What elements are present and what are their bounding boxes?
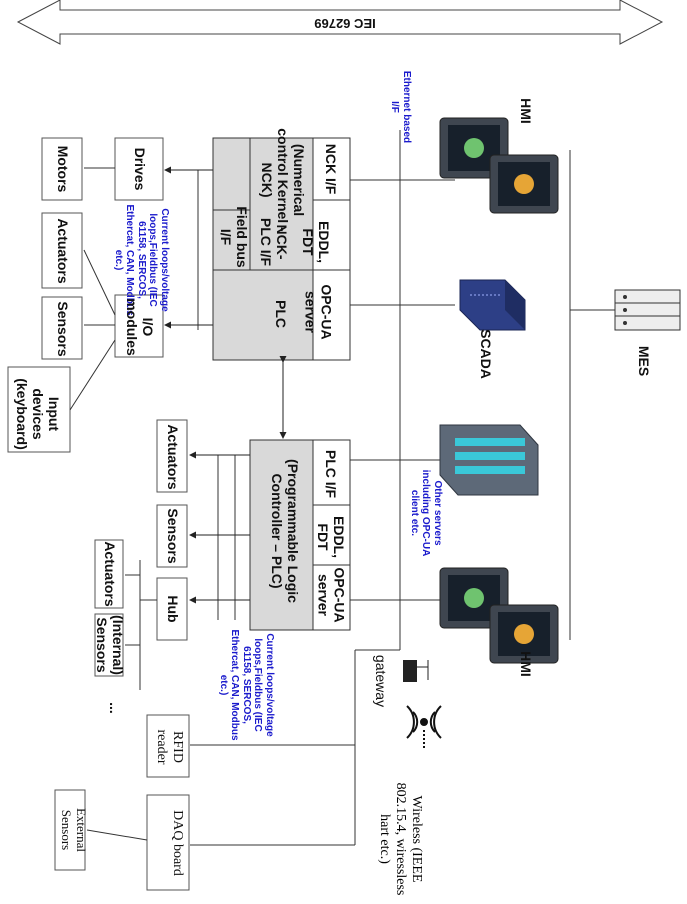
scada-icon	[459, 279, 526, 331]
actuators-1-label: Actuators	[55, 218, 71, 284]
nc-opcua-server-label: OPC-UA server	[302, 284, 335, 340]
gateway-icon	[403, 660, 429, 682]
ellipsis: ...	[107, 702, 123, 714]
plc-eddl-fdt-label: EDDL, FDT	[314, 516, 347, 558]
gateway-label: gateway	[373, 654, 389, 708]
plc-if-label: PLC I/F	[323, 449, 339, 499]
io-modules-label: I/O modules	[123, 298, 156, 356]
hmi-bottom-label: HMI	[518, 651, 534, 677]
ethernet-label: Ethernet based I/F	[389, 70, 413, 144]
nc-plc-label: PLC	[273, 300, 289, 328]
sensors-1-label: Sensors	[55, 301, 71, 357]
wireless-icon	[406, 705, 442, 748]
input-devices-label: Input devices (keyboard)	[13, 378, 62, 450]
hmi-top-label: HMI	[518, 98, 534, 124]
fieldbus-note-bottom: Current loops/voltage loops,Fieldbus (IE…	[218, 629, 275, 741]
rfid-reader-label: RFID reader	[153, 729, 185, 765]
iec-62769-label: IEC 62769	[314, 16, 376, 31]
other-servers-label: Other servers including OPC-UA client et…	[409, 469, 443, 557]
other-servers-icon	[439, 424, 539, 496]
external-sensors-label: External Sensors	[59, 807, 89, 853]
motors-label: Motors	[55, 145, 71, 193]
iec-double-arrow	[16, 0, 664, 45]
fieldbus-if-label: Field bus I/F	[217, 206, 250, 268]
hmi-top-icon	[439, 117, 559, 214]
drives-label: Drives	[132, 147, 148, 191]
daq-board-label: DAQ board	[170, 810, 185, 876]
hub-label: Hub	[165, 595, 181, 623]
mes-server-icon	[614, 289, 681, 331]
internal-sensors-label: (Internal) Sensors	[93, 615, 126, 675]
sensors-2-label: Sensors	[165, 508, 181, 564]
plc-opcua-server-label: OPC-UA server	[315, 567, 348, 623]
actuators-3-label: Actuators	[102, 541, 118, 607]
scada-label: SCADA	[478, 329, 494, 379]
plc-main-label: (Programmable Logic Controller – PLC)	[268, 459, 301, 603]
actuators-2-label: Actuators	[165, 424, 181, 490]
nck-if-label: NCK I/F	[323, 143, 339, 195]
hmi-bottom-icon	[439, 567, 559, 664]
mes-label: MES	[636, 345, 652, 377]
wireless-label: Wireless (IEEE 802.15.4, wiressless hart…	[376, 782, 424, 896]
